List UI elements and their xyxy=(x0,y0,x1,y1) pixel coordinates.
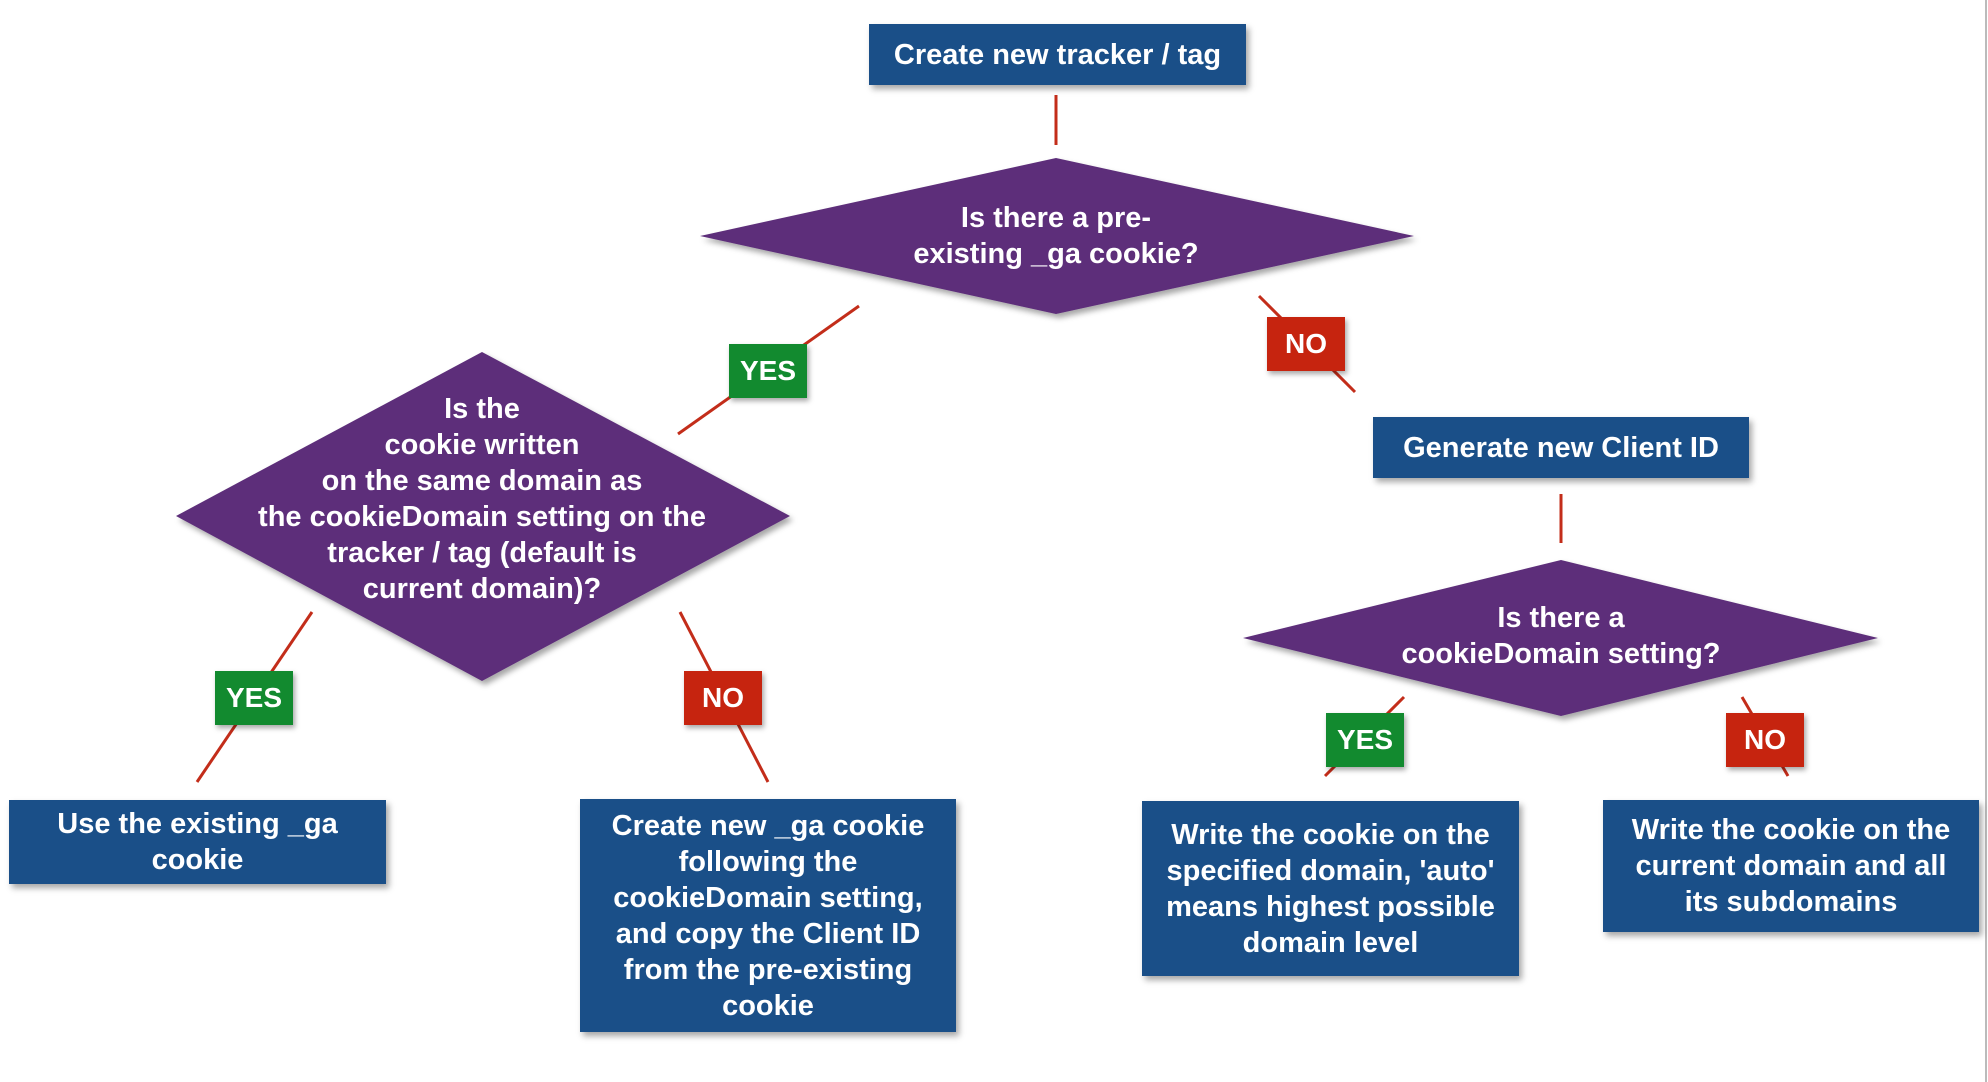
write-cookie-specified-domain-box: Write the cookie on the specified domain… xyxy=(1142,801,1519,976)
create-new-cookie-copy-client-id-box: Create new _ga cookie following the cook… xyxy=(580,799,956,1032)
yes-badge-preexisting: YES xyxy=(729,344,807,398)
no-badge-preexisting: NO xyxy=(1267,317,1345,371)
no-badge-same-domain: NO xyxy=(684,671,762,725)
yes-badge-cookie-domain: YES xyxy=(1326,713,1404,767)
generate-client-id-box: Generate new Client ID xyxy=(1373,417,1749,478)
decision-diamond-preexisting xyxy=(700,158,1414,314)
question-preexisting-cookie: Is there a pre- existing _ga cookie? xyxy=(913,202,1199,270)
decision-diamond-cookie-domain xyxy=(1243,560,1878,716)
create-tracker-box: Create new tracker / tag xyxy=(869,24,1246,85)
use-existing-cookie-box: Use the existing _ga cookie xyxy=(9,800,386,884)
write-cookie-current-domain-box: Write the cookie on the current domain a… xyxy=(1603,800,1979,932)
question-cookie-domain-setting: Is there a cookieDomain setting? xyxy=(1401,602,1721,670)
no-badge-cookie-domain: NO xyxy=(1726,713,1804,767)
yes-badge-same-domain: YES xyxy=(215,671,293,725)
decision-diamond-same-domain xyxy=(176,352,790,681)
question-same-domain: Is the cookie written on the same domain… xyxy=(258,393,706,605)
